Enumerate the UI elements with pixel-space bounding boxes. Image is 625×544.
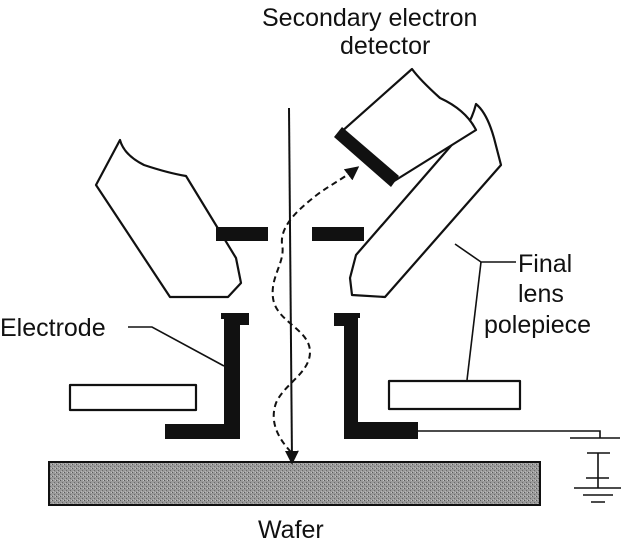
polepiece-leader-line-lower [466,261,482,381]
detector-label-line1: Secondary electron [262,4,477,32]
wafer-label: Wafer [258,516,324,544]
aperture-plate-right [312,227,364,241]
polepiece-label-line2: lens [518,280,564,308]
polepiece-label-line1: Final [518,250,572,278]
primary-beam [284,107,299,465]
electrode-left [165,313,249,439]
electrode-right [334,313,418,439]
electrode-leader-line [128,326,225,367]
lens-plate-right [387,379,522,411]
polepiece-left-block [94,138,243,299]
aperture-plate-left [216,227,268,241]
detector-label-line2: detector [340,32,430,60]
detector-face [334,127,399,187]
polepiece-label-line3: polepiece [484,311,591,339]
electrode-label: Electrode [0,314,106,342]
ground-bias-symbol [570,437,620,488]
lens-plate-left [68,383,198,412]
ground-wire [418,430,601,438]
ground-symbol [574,487,621,503]
polepiece-leader-line-upper [454,243,516,263]
wafer [48,461,541,506]
detector-body [338,67,478,185]
secondary-electron-path [271,166,360,453]
